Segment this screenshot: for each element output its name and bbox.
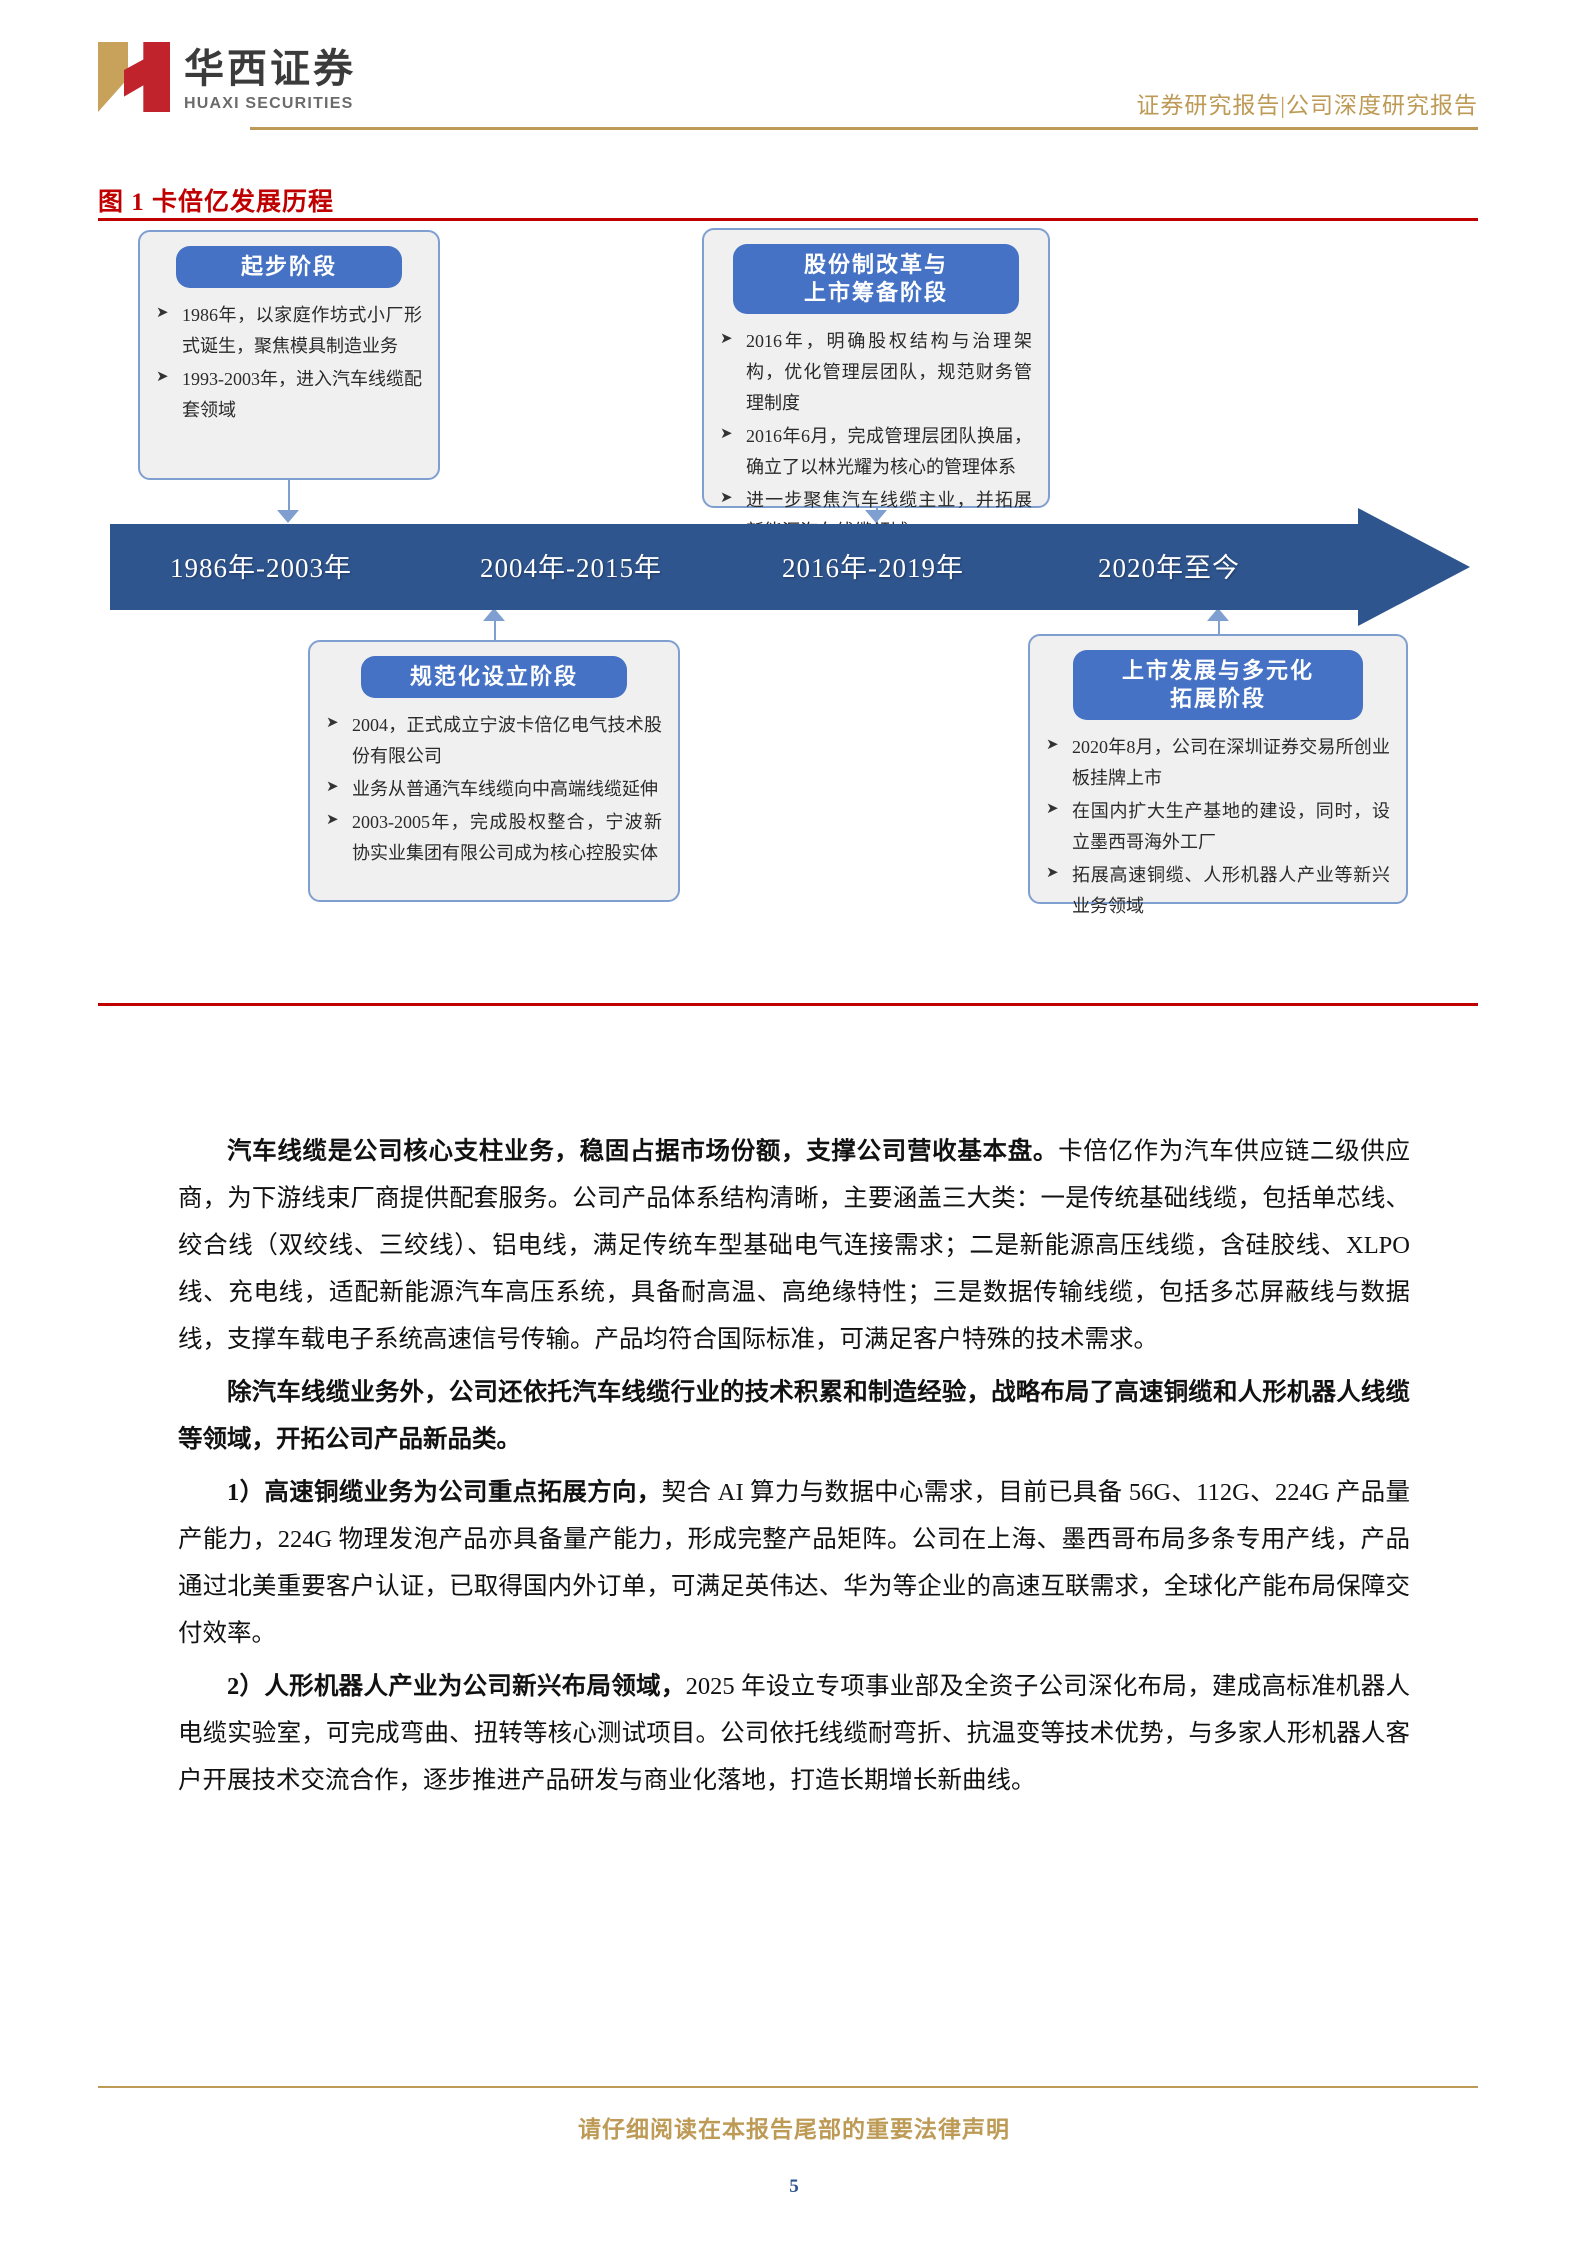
paragraph-rest: 契合 AI 算力与数据中心需求，目前已具备 56G、112G、224G 产品量产… [178,1479,1410,1648]
paragraph-lead-bold: 汽车线缆是公司核心支柱业务，稳固占据市场份额，支撑公司营收基本盘。 [227,1138,1059,1165]
box-badge-reform-phase: 股份制改革与 上市筹备阶段 [733,244,1019,315]
paragraph-humanoid-robot: 2）人形机器人产业为公司新兴布局领域，2025 年设立专项事业部及全资子公司深化… [178,1663,1410,1804]
figure-title: 图 1 卡倍亿发展历程 [98,189,335,216]
paragraph-high-speed-copper: 1）高速铜缆业务为公司重点拓展方向，契合 AI 算力与数据中心需求，目前已具备 … [178,1469,1410,1657]
huaxi-logo-icon [98,42,170,112]
paragraph-core-business: 汽车线缆是公司核心支柱业务，稳固占据市场份额，支撑公司营收基本盘。卡倍亿作为汽车… [178,1128,1410,1363]
badge-line-2: 拓展阶段 [1169,686,1266,712]
box-badge-standardization-phase: 规范化设立阶段 [361,656,627,699]
figure-top-rule [98,218,1478,221]
logo-english-name: HUAXI SECURITIES [184,95,354,112]
paragraph-lead-bold: 2）人形机器人产业为公司新兴布局领域， [227,1673,686,1701]
timeline-box-standardization-phase: 规范化设立阶段 2004，正式成立宁波卡倍亿电气技术股份有限公司 业务从普通汽车… [308,640,680,902]
connector-arrow-start-icon [277,510,299,523]
connector-stem-start [288,480,290,512]
report-type-label: 证券研究报告|公司深度研究报告 [1136,93,1478,118]
timeline-box-listing-phase: 上市发展与多元化 拓展阶段 2020年8月，公司在深圳证券交易所创业板挂牌上市 … [1028,634,1408,916]
paragraph-rest: 2025 年设立专项事业部及全资子公司深化布局，建成高标准机器人电缆实验室，可完… [178,1673,1410,1795]
article-body: 汽车线缆是公司核心支柱业务，稳固占据市场份额，支撑公司营收基本盘。卡倍亿作为汽车… [178,1128,1410,1810]
connector-arrow-reform-icon [865,510,887,523]
connector-stem-listing [1218,614,1220,636]
timeline-period-label: 2016年-2019年 [782,553,964,583]
box-bullet-list-start: 1986年，以家庭作坊式小厂形式诞生，聚焦模具制造业务 1993-2003年，进… [156,300,422,426]
paragraph-bold-text: 除汽车线缆业务外，公司还依托汽车线缆行业的技术积累和制造经验，战略布局了高速铜缆… [178,1379,1410,1454]
list-item: 在国内扩大生产基地的建设，同时，设立墨西哥海外工厂 [1046,796,1390,858]
timeline-period-label: 2004年-2015年 [480,553,662,583]
paragraph-new-categories: 除汽车线缆业务外，公司还依托汽车线缆行业的技术积累和制造经验，战略布局了高速铜缆… [178,1369,1410,1463]
list-item: 2004，正式成立宁波卡倍亿电气技术股份有限公司 [326,710,662,772]
connector-arrow-listing-icon [1207,608,1229,621]
box-bullet-list-standardization: 2004，正式成立宁波卡倍亿电气技术股份有限公司 业务从普通汽车线缆向中高端线缆… [326,710,662,869]
list-item: 2020年8月，公司在深圳证券交易所创业板挂牌上市 [1046,732,1390,794]
box-badge-start-phase: 起步阶段 [176,246,402,289]
timeline-box-start-phase: 起步阶段 1986年，以家庭作坊式小厂形式诞生，聚焦模具制造业务 1993-20… [138,230,440,480]
logo-chinese-name: 华西证券 [184,46,356,91]
header-divider-rule [250,127,1478,130]
timeline-arrow-body [110,524,1368,610]
badge-line-2: 上市筹备阶段 [803,280,948,306]
page-number: 5 [789,2176,799,2197]
badge-line-1: 上市发展与多元化 [1121,658,1314,683]
timeline-period-label: 1986年-2003年 [170,553,352,583]
paragraph-rest: 卡倍亿作为汽车供应链二级供应商，为下游线束厂商提供配套服务。公司产品体系结构清晰… [178,1138,1411,1354]
huaxi-logo: 华西证券 HUAXI SECURITIES [98,42,356,112]
list-item: 2003-2005年，完成股权整合，宁波新协实业集团有限公司成为核心控股实体 [326,807,662,869]
figure-bottom-rule [98,1003,1478,1006]
connector-stem-standardization [494,620,496,642]
timeline-arrow-head-icon [1358,508,1470,626]
footer-disclaimer: 请仔细阅读在本报告尾部的重要法律声明 [578,2117,1010,2142]
list-item: 1986年，以家庭作坊式小厂形式诞生，聚焦模具制造业务 [156,300,422,362]
timeline-arrow-bar: 1986年-2003年 2004年-2015年 2016年-2019年 2020… [110,508,1470,626]
box-badge-listing-phase: 上市发展与多元化 拓展阶段 [1073,650,1363,721]
list-item: 2016年，明确股权结构与治理架构，优化管理层团队，规范财务管理制度 [720,326,1032,419]
timeline-period-label: 2020年至今 [1098,553,1240,583]
list-item: 1993-2003年，进入汽车线缆配套领域 [156,364,422,426]
list-item: 2016年6月，完成管理层团队换届，确立了以林光耀为核心的管理体系 [720,421,1032,483]
footer-divider-rule [98,2086,1478,2088]
paragraph-lead-bold: 1）高速铜缆业务为公司重点拓展方向， [227,1479,662,1507]
connector-arrow-standardization-icon [483,608,505,621]
list-item: 拓展高速铜缆、人形机器人产业等新兴业务领域 [1046,860,1390,922]
list-item: 业务从普通汽车线缆向中高端线缆延伸 [326,774,662,805]
timeline-box-reform-phase: 股份制改革与 上市筹备阶段 2016年，明确股权结构与治理架构，优化管理层团队，… [702,228,1050,541]
development-timeline-diagram: 起步阶段 1986年，以家庭作坊式小厂形式诞生，聚焦模具制造业务 1993-20… [98,228,1478,998]
box-bullet-list-listing: 2020年8月，公司在深圳证券交易所创业板挂牌上市 在国内扩大生产基地的建设，同… [1046,732,1390,922]
page-header: 华西证券 HUAXI SECURITIES 证券研究报告|公司深度研究报告 [0,0,1588,150]
badge-line-1: 股份制改革与 [803,252,948,277]
